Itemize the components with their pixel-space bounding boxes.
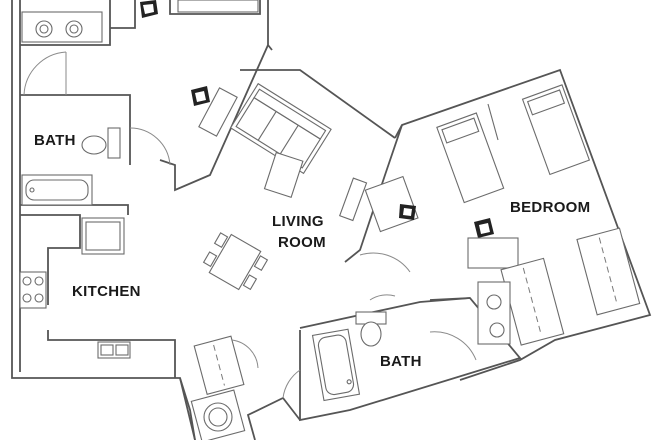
washer-icon: [190, 389, 246, 440]
walls: [11, 0, 652, 440]
room-label-living-1: LIVING: [272, 213, 324, 230]
desk-chair-icon: [399, 204, 416, 220]
desk-chair-icon: [474, 218, 494, 238]
sink-icon: [486, 294, 502, 310]
kitchen-fixtures: [19, 217, 131, 359]
left-bath-fixtures: [21, 51, 171, 206]
wardrobe-icon: [500, 257, 565, 346]
stove-icon: [19, 271, 47, 309]
toilet-icon: [81, 135, 107, 155]
sink-icon: [97, 341, 131, 359]
right-bath-fixtures: [311, 294, 477, 402]
room-label-bedroom: BEDROOM: [510, 199, 590, 216]
sofa-icon: [229, 82, 332, 175]
vanity-top-left: [21, 11, 103, 43]
wardrobe-icon: [576, 227, 641, 316]
room-label-kitchen: KITCHEN: [72, 283, 141, 300]
toilet-icon: [360, 321, 382, 347]
sink-icon: [489, 322, 505, 338]
room-label-living-2: ROOM: [278, 234, 326, 251]
sink-icon: [35, 20, 53, 38]
room-label-bath-left: BATH: [34, 132, 76, 149]
living-room-furniture: [191, 82, 411, 291]
bed-icon: [521, 84, 591, 176]
desk-chair-icon: [140, 0, 158, 18]
dining-table-icon: [202, 232, 269, 291]
desk-top: [177, 0, 259, 13]
room-label-bath-right: BATH: [380, 353, 422, 370]
closet-bottom: [190, 335, 301, 440]
bed-icon: [436, 112, 505, 204]
bathtub-icon: [311, 328, 361, 402]
sink-icon: [65, 20, 83, 38]
desk-chair-icon: [191, 86, 210, 106]
fridge: [81, 217, 125, 255]
bedroom-furniture: [364, 84, 641, 346]
